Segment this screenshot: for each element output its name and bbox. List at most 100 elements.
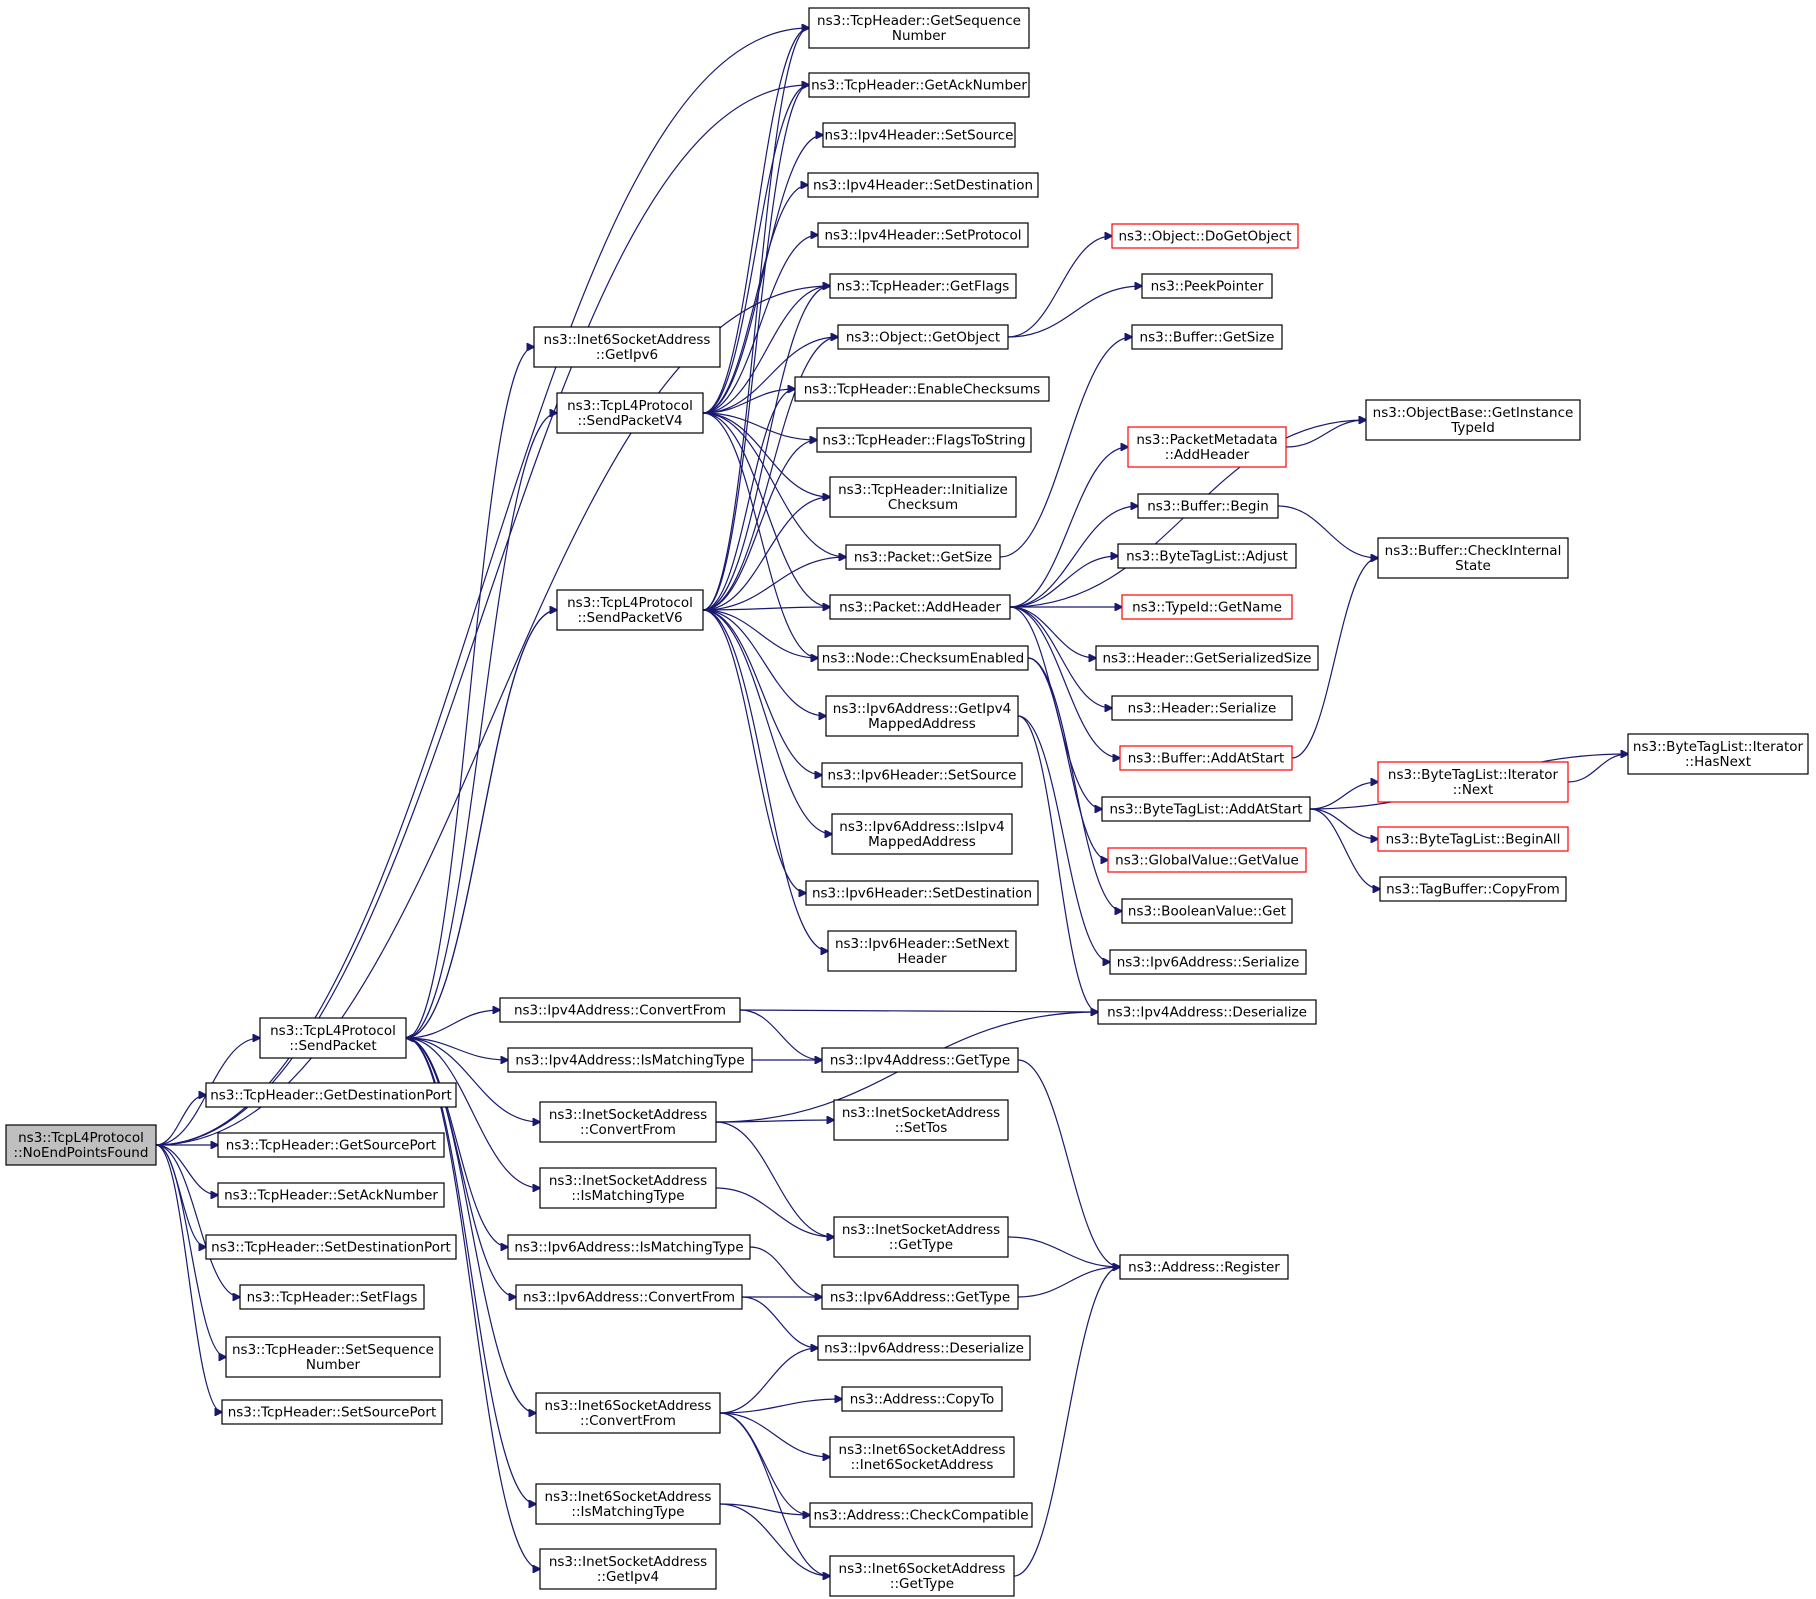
node-label: ::SendPacketV4	[577, 413, 682, 429]
node-inet6ismatch[interactable]: ns3::Inet6SocketAddress::IsMatchingType	[535, 1483, 721, 1525]
node-ip6ismatch[interactable]: ns3::Ipv6Address::IsMatchingType	[507, 1234, 751, 1260]
node-bufaddatstart[interactable]: ns3::Buffer::AddAtStart	[1119, 745, 1293, 771]
node-getflags[interactable]: ns3::TcpHeader::GetFlags	[829, 273, 1017, 299]
node-box	[539, 1548, 717, 1590]
node-getdestport[interactable]: ns3::TcpHeader::GetDestinationPort	[205, 1082, 457, 1108]
node-typeidgetname[interactable]: ns3::TypeId::GetName	[1121, 594, 1293, 620]
edge-sendpacket-to-ip4ismatch	[405, 1037, 508, 1060]
node-peekpointer[interactable]: ns3::PeekPointer	[1141, 273, 1273, 299]
node-setflags[interactable]: ns3::TcpHeader::SetFlags	[239, 1284, 425, 1310]
node-box	[221, 1399, 443, 1425]
node-setack[interactable]: ns3::TcpHeader::SetAckNumber	[217, 1182, 445, 1208]
node-ip4gettype[interactable]: ns3::Ipv4Address::GetType	[821, 1047, 1019, 1073]
node-inetconvert[interactable]: ns3::InetSocketAddress::ConvertFrom	[539, 1101, 717, 1143]
node-box	[1121, 594, 1293, 620]
node-inetgettype[interactable]: ns3::InetSocketAddress::GetType	[833, 1216, 1009, 1258]
node-ip6setsrc[interactable]: ns3::Ipv6Header::SetSource	[821, 762, 1023, 788]
node-btlithasnext[interactable]: ns3::ByteTagList::Iterator::HasNext	[1627, 733, 1809, 775]
node-ip4setproto[interactable]: ns3::Ipv4Header::SetProtocol	[817, 222, 1029, 248]
node-hdrserialize[interactable]: ns3::Header::Serialize	[1111, 695, 1293, 721]
node-setdestport[interactable]: ns3::TcpHeader::SetDestinationPort	[205, 1234, 457, 1260]
node-flagstostr[interactable]: ns3::TcpHeader::FlagsToString	[816, 427, 1032, 453]
node-label: Checksum	[888, 497, 958, 513]
node-box	[1107, 847, 1307, 873]
node-ip4setdst[interactable]: ns3::Ipv4Header::SetDestination	[807, 172, 1039, 198]
node-pmaddheader[interactable]: ns3::PacketMetadata::AddHeader	[1127, 426, 1287, 468]
edge-sendv6-to-enablecs	[702, 389, 795, 611]
node-label: ::SendPacketV6	[577, 610, 682, 626]
node-sendv4[interactable]: ns3::TcpL4Protocol::SendPacketV4	[556, 392, 704, 434]
node-sendpacket[interactable]: ns3::TcpL4Protocol::SendPacket	[259, 1017, 407, 1059]
node-label: ns3::TcpHeader::SetSequence	[232, 1342, 434, 1358]
node-inetgetipv4[interactable]: ns3::InetSocketAddress::GetIpv4	[539, 1548, 717, 1590]
node-ip6serialize[interactable]: ns3::Ipv6Address::Serialize	[1109, 949, 1307, 975]
node-bufbegin[interactable]: ns3::Buffer::Begin	[1137, 493, 1279, 519]
node-box	[808, 72, 1030, 98]
node-sendv6[interactable]: ns3::TcpL4Protocol::SendPacketV6	[556, 589, 704, 631]
node-box	[5, 1124, 157, 1166]
node-ip6deserialize[interactable]: ns3::Ipv6Address::Deserialize	[817, 1335, 1031, 1361]
node-gvgetvalue[interactable]: ns3::GlobalValue::GetValue	[1107, 847, 1307, 873]
node-inetsettos[interactable]: ns3::InetSocketAddress::SetTos	[833, 1099, 1009, 1141]
node-btladdatstart[interactable]: ns3::ByteTagList::AddAtStart	[1101, 796, 1311, 822]
node-btladjust[interactable]: ns3::ByteTagList::Adjust	[1117, 543, 1297, 569]
node-getack[interactable]: ns3::TcpHeader::GetAckNumber	[808, 72, 1030, 98]
node-setsrcport[interactable]: ns3::TcpHeader::SetSourcePort	[221, 1399, 443, 1425]
edge-sendv6-to-ip6setdst	[702, 609, 806, 893]
node-addheader[interactable]: ns3::Packet::AddHeader	[829, 594, 1011, 620]
node-boolget[interactable]: ns3::BooleanValue::Get	[1121, 898, 1293, 924]
node-btlitnext[interactable]: ns3::ByteTagList::Iterator::Next	[1377, 761, 1569, 803]
node-i6getipv6[interactable]: ns3::Inet6SocketAddress::GetIpv6	[533, 326, 721, 368]
node-label: ns3::InetSocketAddress	[842, 1105, 1000, 1121]
node-label: ns3::TcpHeader::GetDestinationPort	[210, 1088, 452, 1104]
node-addrcheckcompat[interactable]: ns3::Address::CheckCompatible	[809, 1502, 1033, 1528]
node-pktgetsize[interactable]: ns3::Packet::GetSize	[845, 544, 1001, 570]
node-label: ns3::Ipv6Address::Serialize	[1117, 955, 1300, 971]
node-tagbufcopy[interactable]: ns3::TagBuffer::CopyFrom	[1379, 876, 1567, 902]
node-inet6convert[interactable]: ns3::Inet6SocketAddress::ConvertFrom	[535, 1392, 721, 1434]
node-ip4ismatch[interactable]: ns3::Ipv4Address::IsMatchingType	[507, 1047, 753, 1073]
node-getsrcport[interactable]: ns3::TcpHeader::GetSourcePort	[217, 1132, 445, 1158]
node-dogetobject[interactable]: ns3::Object::DoGetObject	[1111, 223, 1299, 249]
node-addrregister[interactable]: ns3::Address::Register	[1119, 1254, 1289, 1280]
node-hdrserialsize[interactable]: ns3::Header::GetSerializedSize	[1095, 645, 1319, 671]
node-label: ns3::Address::CopyTo	[850, 1392, 995, 1408]
node-ip4deserialize[interactable]: ns3::Ipv4Address::Deserialize	[1097, 999, 1317, 1025]
node-root[interactable]: ns3::TcpL4Protocol::NoEndPointsFound	[5, 1124, 157, 1166]
node-csenabled[interactable]: ns3::Node::ChecksumEnabled	[817, 645, 1029, 671]
node-ip4setsrc[interactable]: ns3::Ipv4Header::SetSource	[822, 122, 1016, 148]
node-ip6setdst[interactable]: ns3::Ipv6Header::SetDestination	[805, 880, 1039, 906]
edge-sendv4-to-getack	[702, 85, 809, 414]
node-inetismatch[interactable]: ns3::InetSocketAddress::IsMatchingType	[539, 1167, 717, 1209]
node-label: ::AddHeader	[1165, 447, 1250, 463]
node-label: TypeId	[1450, 420, 1495, 436]
node-bufgetsize[interactable]: ns3::Buffer::GetSize	[1131, 324, 1283, 350]
node-label: ::NoEndPointsFound	[14, 1145, 149, 1161]
node-box	[837, 324, 1009, 350]
node-label: ::GetIpv6	[596, 347, 658, 363]
node-label: ns3::TcpL4Protocol	[270, 1023, 396, 1039]
node-inet6gettype[interactable]: ns3::Inet6SocketAddress::GetType	[829, 1555, 1015, 1597]
node-ip6gettype[interactable]: ns3::Ipv6Address::GetType	[821, 1284, 1019, 1310]
node-box	[205, 1082, 457, 1108]
node-ip4convert[interactable]: ns3::Ipv4Address::ConvertFrom	[499, 997, 741, 1023]
edge-sendv6-to-getflags	[702, 286, 830, 611]
node-enablecs[interactable]: ns3::TcpHeader::EnableChecksums	[794, 376, 1050, 402]
node-addrcopyto[interactable]: ns3::Address::CopyTo	[841, 1386, 1003, 1412]
node-box	[205, 1234, 457, 1260]
node-btlbeginall[interactable]: ns3::ByteTagList::BeginAll	[1377, 826, 1569, 852]
edge-inetgettype-to-addrregister	[1007, 1236, 1120, 1267]
node-ip6convert[interactable]: ns3::Ipv6Address::ConvertFrom	[515, 1284, 743, 1310]
edge-inet6ismatch-to-inet6gettype	[719, 1503, 830, 1576]
node-getobject[interactable]: ns3::Object::GetObject	[837, 324, 1009, 350]
node-label: ns3::Ipv6Header::SetSource	[828, 768, 1017, 784]
node-inet6ctor[interactable]: ns3::Inet6SocketAddress::Inet6SocketAddr…	[829, 1436, 1015, 1478]
